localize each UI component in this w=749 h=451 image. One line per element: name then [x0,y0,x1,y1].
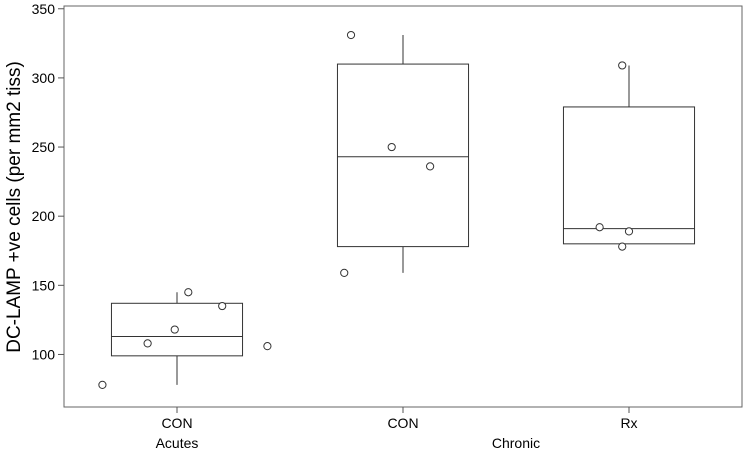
plot-area [63,5,743,408]
data-point [263,342,272,351]
y-tick-label: 300 [32,70,56,86]
data-point [170,325,179,334]
data-point [143,339,152,348]
data-point [387,142,396,152]
data-point [426,162,435,171]
data-point [184,288,193,297]
y-tick-label: 150 [32,277,56,293]
y-axis-label: DC-LAMP +ve cells (per mm2 tiss) [4,61,25,353]
x-group-label: Acutes [156,435,199,451]
data-point [340,268,349,277]
y-axis: 100 150 200 250 300 350 [32,1,64,362]
data-point [98,380,107,389]
x-tick-label: Rx [620,415,637,431]
data-point [218,301,227,311]
data-point [595,223,604,232]
data-point [618,242,627,251]
x-group-label: Chronic [492,435,540,451]
point-series [98,30,634,389]
y-tick-label: 350 [32,1,56,17]
y-tick-label: 200 [32,208,56,224]
x-tick-label: CON [387,415,418,431]
y-tick-label: 250 [32,139,56,155]
x-tick-label: CON [161,415,192,431]
data-point [618,61,627,70]
data-point [346,30,356,40]
box-iqr [562,106,696,245]
box-iqr [110,302,244,357]
y-tick-label: 100 [32,346,56,362]
box-iqr [336,63,470,248]
data-point [624,227,634,236]
